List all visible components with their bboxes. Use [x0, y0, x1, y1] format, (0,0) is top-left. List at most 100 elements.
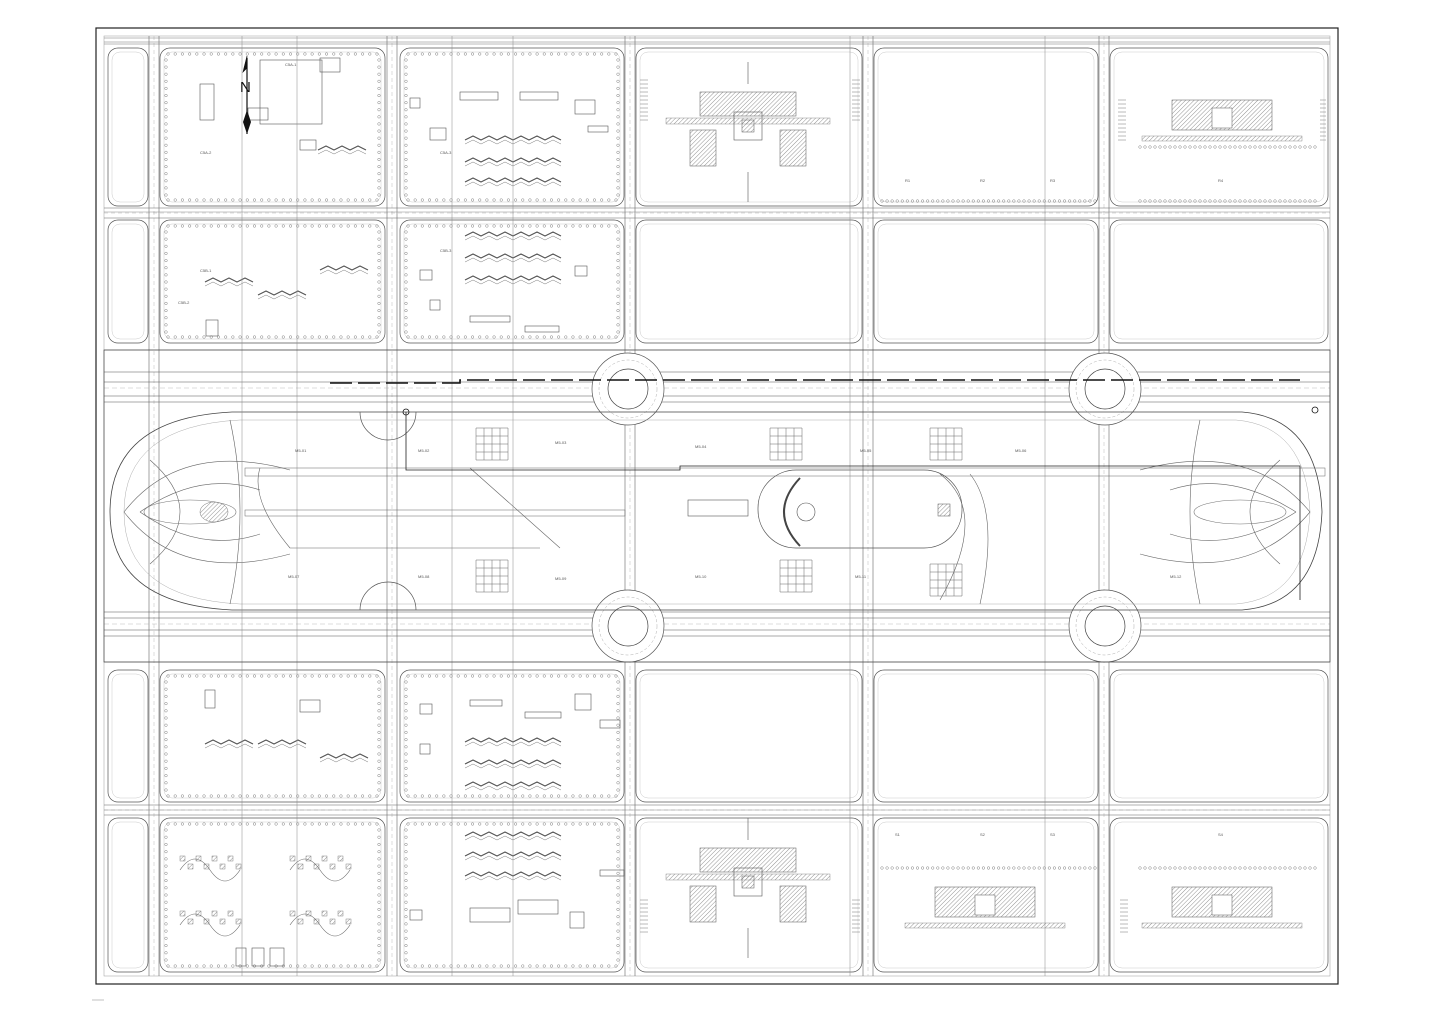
tree-dot — [404, 738, 408, 742]
tree-dot — [406, 674, 410, 678]
tree-dot — [368, 794, 372, 798]
tree-dot — [164, 259, 168, 263]
tree-dot — [238, 224, 242, 228]
villa — [179, 910, 186, 917]
tree-dot — [905, 866, 909, 870]
residential-building — [319, 753, 369, 759]
tree-dot — [404, 893, 408, 897]
tree-dot — [485, 794, 489, 798]
tree-dot — [173, 822, 177, 826]
tree-dot — [616, 287, 620, 291]
tree-dot — [616, 108, 620, 112]
tree-dot — [1168, 866, 1172, 870]
block-label: S4 — [1218, 832, 1223, 837]
tree-dot — [506, 822, 510, 826]
block-label: M5-09 — [555, 576, 567, 581]
tree-dot — [238, 674, 242, 678]
tree-dot — [931, 199, 935, 203]
tree-dot — [404, 301, 408, 305]
tree-dot — [404, 273, 408, 277]
tree-dot — [1163, 866, 1167, 870]
tree-dot — [1158, 199, 1162, 203]
tree-dot — [614, 224, 618, 228]
utility-line — [330, 379, 1300, 384]
tree-dot — [1273, 866, 1277, 870]
tree-dot — [164, 251, 168, 255]
north-arrow-head — [242, 55, 248, 73]
city-block — [873, 47, 1099, 207]
tree-dot — [377, 150, 381, 154]
tree-dot — [377, 709, 381, 713]
tree-dot — [463, 794, 467, 798]
tree-dot — [353, 224, 357, 228]
tree-dot — [164, 922, 168, 926]
residential-building — [257, 739, 307, 745]
tree-dot — [616, 165, 620, 169]
tree-dot — [966, 199, 970, 203]
tree-dot — [325, 335, 329, 339]
tree-dot — [616, 237, 620, 241]
building — [469, 699, 503, 707]
block-label: M5-01 — [295, 448, 307, 453]
tree-dot — [339, 198, 343, 202]
tree-dot — [987, 199, 991, 203]
residential-building-edge — [317, 149, 367, 155]
tree-dot — [456, 964, 460, 968]
tree-dot — [303, 822, 307, 826]
tree-dot — [895, 866, 899, 870]
tree-dot — [406, 335, 410, 339]
tree-dot — [296, 198, 300, 202]
tree-dot — [514, 822, 518, 826]
tree-dot — [166, 794, 170, 798]
tree-dot — [377, 702, 381, 706]
tree-dot — [317, 964, 321, 968]
roundabout-lane — [1075, 596, 1135, 656]
tree-dot — [420, 822, 424, 826]
block-label: M5-12 — [1170, 574, 1182, 579]
tree-dot — [528, 335, 532, 339]
tree-dot — [224, 335, 228, 339]
block-setback — [639, 673, 859, 799]
tree-dot — [616, 79, 620, 83]
tree-dot — [1308, 145, 1312, 149]
tree-dot — [592, 224, 596, 228]
kiosk — [687, 499, 749, 517]
tree-dot — [616, 864, 620, 868]
block-label: R1 — [905, 178, 911, 183]
block-setback — [403, 821, 621, 969]
tree-dot — [1188, 145, 1192, 149]
tree-dot — [188, 198, 192, 202]
tree-dot — [478, 794, 482, 798]
tree-dot — [1188, 866, 1192, 870]
tree-dot — [404, 157, 408, 161]
tree-dot — [281, 822, 285, 826]
tree-dot — [404, 723, 408, 727]
tree-dot — [1012, 866, 1016, 870]
tree-dot — [296, 52, 300, 56]
tree-dot — [164, 294, 168, 298]
tree-dot — [377, 774, 381, 778]
manhole — [402, 408, 410, 416]
tree-dot — [1183, 866, 1187, 870]
tree-dot — [1268, 866, 1272, 870]
tree-dot — [1253, 199, 1257, 203]
north-arrow-label: N — [240, 79, 251, 96]
tree-dot — [442, 674, 446, 678]
tree-dot — [981, 199, 985, 203]
tree-dot — [216, 335, 220, 339]
tree-dot — [1037, 866, 1041, 870]
tree-dot — [317, 224, 321, 228]
tree-dot — [377, 273, 381, 277]
tree-dot — [1223, 866, 1227, 870]
tree-dot — [992, 199, 996, 203]
tree-dot — [616, 781, 620, 785]
tree-dot — [471, 822, 475, 826]
tree-dot — [1193, 145, 1197, 149]
tree-dot — [332, 335, 336, 339]
tree-dot — [404, 58, 408, 62]
tree-dot — [164, 759, 168, 763]
tree-dot — [616, 893, 620, 897]
building — [409, 909, 423, 921]
tree-dot — [1138, 199, 1142, 203]
tree-dot — [404, 951, 408, 955]
